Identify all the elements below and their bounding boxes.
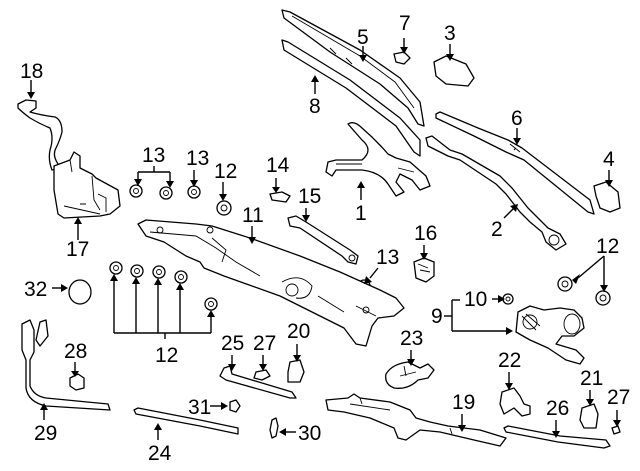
callout-25: 25: [221, 332, 244, 355]
callout-12-group: 12: [155, 344, 178, 367]
adapter-clip-drawing: [393, 51, 411, 65]
linkage-arm-drawing: [325, 122, 431, 197]
callout-6: 6: [511, 107, 523, 130]
callout-1: 1: [355, 202, 367, 225]
callout-13-single: 13: [186, 147, 209, 170]
callout-labels: 18 17 5 7 3 8 1 6 4 2 13 13 12 14 15 11 …: [20, 12, 630, 465]
callout-29: 29: [34, 422, 57, 445]
cap-plug-drawing: [68, 279, 92, 305]
callout-30: 30: [298, 422, 321, 445]
callout-18: 18: [20, 60, 43, 83]
callout-13-center: 13: [376, 246, 399, 269]
hose-clip-drawing: [229, 399, 241, 413]
washer-hose-long-drawing: [133, 407, 239, 435]
callout-12-right: 12: [596, 235, 619, 258]
push-pin-clip-drawing: [269, 417, 279, 439]
blade-refill-drawing: [281, 39, 421, 157]
callout-20: 20: [287, 320, 310, 343]
wiper-arm-passenger-drawing: [425, 135, 567, 251]
filler-tube-hose-drawing: [21, 319, 111, 411]
wiper-motor-drawing: [515, 305, 585, 365]
callout-8: 8: [309, 95, 321, 118]
arm-cover-cap-drawing: [433, 55, 475, 87]
connecting-rod-drawing: [287, 215, 359, 265]
callout-21: 21: [580, 367, 603, 390]
callout-15: 15: [298, 185, 321, 208]
callout-19: 19: [452, 391, 475, 414]
washer-reservoir-drawing: [17, 99, 121, 219]
wiper-frame-drawing: [137, 219, 405, 347]
bracket-drawing: [269, 191, 291, 203]
washer-hose-right-drawing: [503, 425, 611, 449]
arm-pivot-cap-drawing: [593, 181, 621, 213]
callout-7: 7: [399, 12, 411, 35]
mounting-rail-drawing: [325, 393, 507, 447]
nuts-drawing: [109, 200, 611, 311]
hose-connector-drawing: [579, 403, 599, 429]
callout-9: 9: [431, 305, 443, 328]
callout-27-left: 27: [253, 332, 276, 355]
callout-2: 2: [491, 218, 503, 241]
callout-27-right: 27: [607, 386, 630, 409]
callout-22: 22: [498, 349, 521, 372]
callout-16: 16: [414, 222, 437, 245]
callout-3: 3: [444, 22, 456, 45]
callout-11: 11: [242, 204, 264, 227]
callout-26: 26: [546, 397, 569, 420]
callout-10: 10: [464, 288, 487, 311]
callout-32: 32: [24, 278, 47, 301]
check-valve-drawing: [611, 425, 621, 435]
callout-4: 4: [603, 148, 615, 171]
callout-14: 14: [266, 154, 290, 177]
callout-24: 24: [148, 442, 172, 465]
rubber-mount-drawing: [413, 257, 435, 283]
wiper-blade-driver-drawing: [281, 9, 425, 127]
connector-clip-drawing: [287, 359, 305, 383]
wiper-blade-passenger-drawing: [435, 111, 595, 215]
callout-28: 28: [64, 340, 87, 363]
callout-31: 31: [188, 396, 211, 419]
callout-17: 17: [66, 238, 89, 261]
callout-12-top: 12: [214, 160, 237, 183]
level-sensor-drawing: [69, 373, 85, 391]
callout-23: 23: [400, 327, 423, 350]
washer-nozzle-drawing: [385, 361, 435, 389]
washer-pump-drawing: [499, 387, 531, 417]
callout-13-pair: 13: [142, 144, 165, 167]
hose-coupler-drawing: [253, 369, 271, 381]
callout-5: 5: [357, 26, 369, 49]
washer-hose-short-drawing: [219, 365, 297, 399]
leader-lines: [27, 38, 621, 440]
